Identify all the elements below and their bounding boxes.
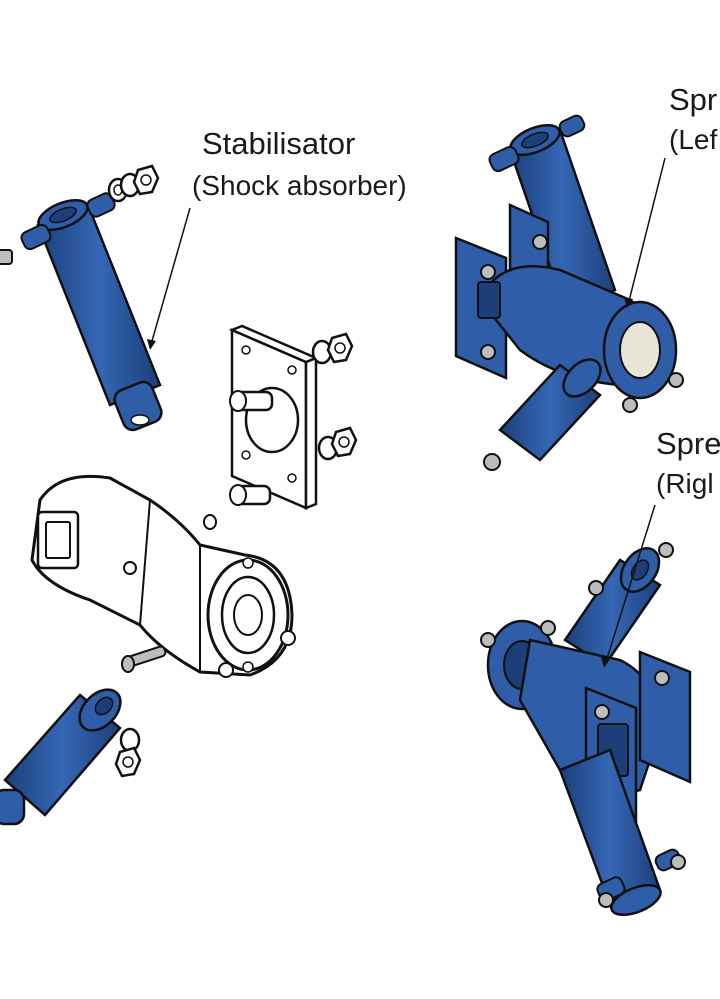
stabilisator-label: Stabilisator bbox=[202, 126, 356, 161]
spreader-left-subtitle: (Lef bbox=[669, 124, 718, 155]
mounting-plate bbox=[228, 324, 320, 510]
shock-absorber-label: (Shock absorber) bbox=[192, 170, 407, 201]
spreader-left-title: Spr bbox=[669, 82, 718, 117]
spreader-right-subtitle: (Rigl bbox=[656, 468, 714, 499]
gearbox-housing bbox=[30, 474, 296, 678]
stabilisator-part bbox=[0, 164, 163, 432]
plate-nuts bbox=[311, 332, 358, 461]
spreader-left-part bbox=[454, 114, 684, 471]
spreader-right-part bbox=[480, 542, 692, 917]
small-bolt bbox=[121, 645, 167, 673]
loose-bolt bbox=[203, 484, 272, 530]
lower-arm-left bbox=[0, 688, 142, 826]
stabilisator-leader-line bbox=[149, 207, 191, 349]
spreader-right-leader-line bbox=[604, 504, 656, 666]
spreader-right-title: Spre bbox=[656, 426, 720, 461]
spreader-left-leader-line bbox=[627, 157, 666, 306]
